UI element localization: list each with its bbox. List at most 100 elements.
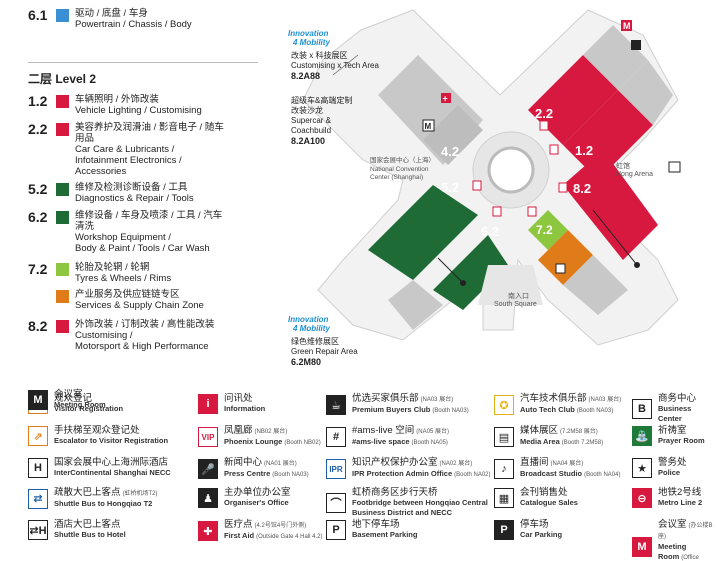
legend-zh: 手扶梯至观众登记处 xyxy=(54,426,168,436)
legend-zh-label: 新闻中心 xyxy=(224,457,263,468)
hall-1-2[interactable] xyxy=(563,90,653,180)
legend-zh-label: 汽车技术俱乐部 xyxy=(520,393,587,404)
legend-zh: 会议室(办公楼B座) xyxy=(658,520,717,542)
legend-en-note: (Office Building B) xyxy=(681,555,699,561)
information-icon[interactable] xyxy=(527,206,537,217)
legend-zh-label: 凤凰廊 xyxy=(224,425,253,436)
innovation-brand: 4 Mobility xyxy=(292,38,330,47)
hall-en: Vehicle Lighting / Customising xyxy=(75,105,202,116)
footbridge-icon[interactable] xyxy=(668,161,681,173)
innovation-brand: Innovation xyxy=(288,315,329,324)
hall-8-2[interactable] xyxy=(563,150,658,260)
legend-zh-label: 优选买家俱乐部 xyxy=(352,393,419,404)
media-area-icon: ▤ xyxy=(494,427,514,447)
hall-6-2[interactable] xyxy=(433,235,508,310)
legend-zh-note: (NA03 展台) xyxy=(588,397,622,403)
hall-legend-6-2: 6.2 维修设备 / 车身及喷漆 / 工具 / 汽车清洗 Workshop Eq… xyxy=(28,210,225,255)
legend-zh: 商务中心 xyxy=(658,394,717,404)
information-icon[interactable] xyxy=(492,206,502,217)
hall-legend-5-2: 5.2 维修及检测诊断设备 / 工具 Diagnostics & Repair … xyxy=(28,182,194,205)
hall-color-swatch xyxy=(56,9,69,22)
information-icon[interactable] xyxy=(472,180,482,191)
legend-en-label: Auto Tech Club xyxy=(520,405,575,414)
legend-zh-note: (NB02 展台) xyxy=(254,429,288,435)
legend-en: Metro Line 2 xyxy=(658,498,702,508)
legend-en-note: (Booth NA05) xyxy=(411,440,448,446)
legend-en-label: Police xyxy=(658,468,681,477)
legend-en: Car Parking xyxy=(520,530,562,540)
legend-en-label: Car Parking xyxy=(520,530,563,539)
legend-en: Business Center xyxy=(658,404,717,424)
legend-zh-label: 会议室 xyxy=(658,519,687,530)
legend-en-label: IPR Protection Admin Office xyxy=(352,469,453,478)
callout-line xyxy=(437,257,464,284)
innovation-en: Customising x Tech Area xyxy=(291,61,379,70)
information-icon[interactable] xyxy=(558,182,568,193)
vip-lounge-icon: VIP xyxy=(198,427,218,447)
callout-line xyxy=(332,54,359,76)
legend-zh: 知识产权保护办公室(NA02 展台) xyxy=(352,458,491,469)
hall-4-2-inner xyxy=(423,105,483,165)
legend-en: Catalogue Sales xyxy=(520,498,578,508)
legend-en-label: InterContinental Shanghai NECC xyxy=(54,468,171,477)
meeting-room-icon[interactable] xyxy=(621,20,632,31)
hall-zh: 驱动 / 底盘 / 车身 xyxy=(75,8,148,19)
hall-color-swatch xyxy=(56,290,69,303)
meeting-room-icon[interactable] xyxy=(422,119,435,132)
innovation-zh: 改装 x 科技展区 xyxy=(291,50,347,60)
south-square xyxy=(478,265,543,305)
legend-zh: 观众登记 xyxy=(54,394,123,404)
supercar-en: Coachbuild xyxy=(291,126,331,135)
hall-number: 7.2 xyxy=(28,261,48,277)
catalogue-icon[interactable] xyxy=(555,263,566,274)
supercar-zh: 超级车&高端定制 xyxy=(291,95,352,105)
information-icon[interactable] xyxy=(549,144,559,155)
catalogue-icon: ▦ xyxy=(494,488,514,508)
legend-zh: 医疗点(4.2号馆4号门外侧) xyxy=(224,520,323,531)
label-hall-4-2: 4.2 xyxy=(441,144,459,159)
hall-5-2[interactable] xyxy=(368,185,478,280)
legend-en-label: Basement Parking xyxy=(352,530,418,539)
hong-arena-en: Hong Arena xyxy=(616,171,653,178)
legend-zh: 虹桥商务区步行天桥 xyxy=(352,488,488,498)
hong-arena-zh: 虹馆 xyxy=(616,161,630,170)
label-hall-8-2: 8.2 xyxy=(573,181,591,196)
car-parking-icon: P xyxy=(494,520,514,540)
basement-parking-icon: P xyxy=(326,520,346,540)
services-zone[interactable] xyxy=(538,230,593,285)
hall-zh: 车辆照明 / 外饰改装 xyxy=(75,94,159,105)
first-aid-icon[interactable] xyxy=(441,93,451,103)
legend-en-note: (Booth 7.2M58) xyxy=(561,440,604,446)
information-icon[interactable] xyxy=(539,120,549,131)
legend-zh-note: (NA04 展台) xyxy=(550,461,584,467)
legend-en: Footbridge between Hongqiao Central xyxy=(352,498,488,508)
legend-en-label: Business Center xyxy=(658,404,692,423)
legend-en-label: Premium Buyers Club xyxy=(352,405,431,414)
hall-2-2[interactable] xyxy=(528,55,618,145)
escalator-icon[interactable] xyxy=(631,40,641,50)
hall-zh: 轮胎及轮辋 / 轮辋 xyxy=(75,262,150,273)
legend-en: Police xyxy=(658,468,687,478)
legend-zh-note: (NA03 展台) xyxy=(420,397,454,403)
legend-zh-note: (NA05 展台) xyxy=(416,429,449,435)
legend-zh: #ams-live 空间(NA05 展台) xyxy=(352,426,449,437)
metro-icon: ⊖ xyxy=(632,488,652,508)
legend-zh-label: 停车场 xyxy=(520,519,549,530)
necc-zh: 国家会展中心（上海） xyxy=(370,155,435,164)
legend-en-label: #ams-live space xyxy=(352,437,410,446)
legend-en-note: (Booth NA02) xyxy=(454,472,491,478)
hall-color-swatch xyxy=(56,123,69,136)
hall-bottom-left-gray xyxy=(388,280,443,330)
legend-en: First Aid(Outside Gate 4 Hall 4.2) xyxy=(224,531,323,542)
legend-en: Media Area(Booth 7.2M58) xyxy=(520,437,603,448)
legend-zh-label: #ams-live 空间 xyxy=(352,425,415,436)
legend-item: ▤媒体展区(7.2M58 展台)Media Area(Booth 7.2M58) xyxy=(494,426,603,448)
hall-color-swatch xyxy=(56,95,69,108)
